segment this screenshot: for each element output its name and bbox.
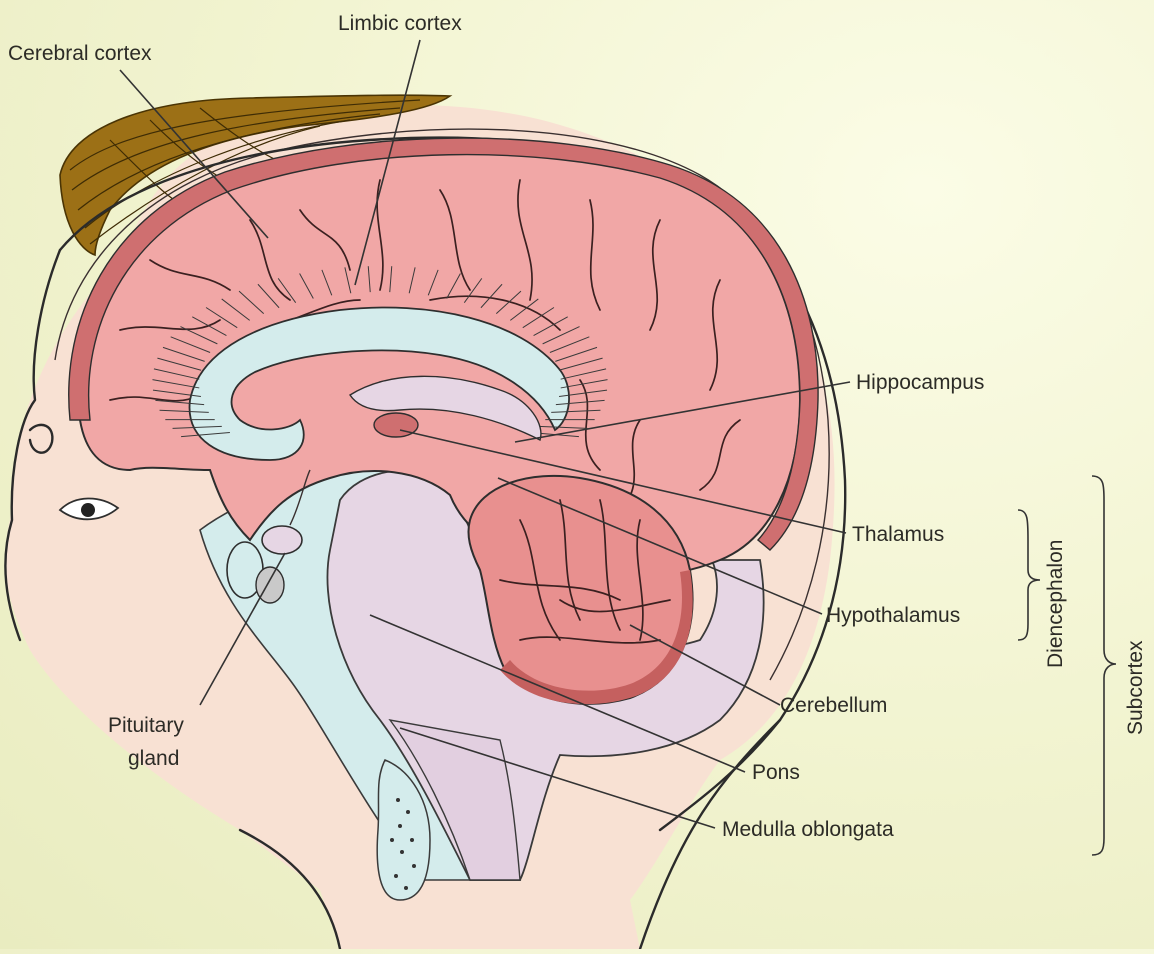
label-pituitary-line2: gland	[128, 747, 179, 770]
diencephalon-bracket	[1018, 510, 1040, 640]
label-medulla-oblongata: Medulla oblongata	[722, 818, 894, 841]
label-subcortex: Subcortex	[1124, 640, 1147, 735]
label-pituitary-line1: Pituitary	[108, 714, 184, 737]
label-hypothalamus: Hypothalamus	[826, 604, 960, 627]
label-thalamus: Thalamus	[852, 523, 944, 546]
label-cerebellum: Cerebellum	[780, 694, 887, 717]
label-limbic-cortex: Limbic cortex	[338, 12, 462, 35]
pupil	[81, 503, 95, 517]
label-hippocampus: Hippocampus	[856, 371, 984, 394]
label-diencephalon: Diencephalon	[1044, 540, 1067, 668]
pituitary	[262, 526, 302, 554]
label-cerebral-cortex: Cerebral cortex	[8, 42, 152, 65]
label-pons: Pons	[752, 761, 800, 784]
subcortex-bracket	[1092, 476, 1116, 855]
